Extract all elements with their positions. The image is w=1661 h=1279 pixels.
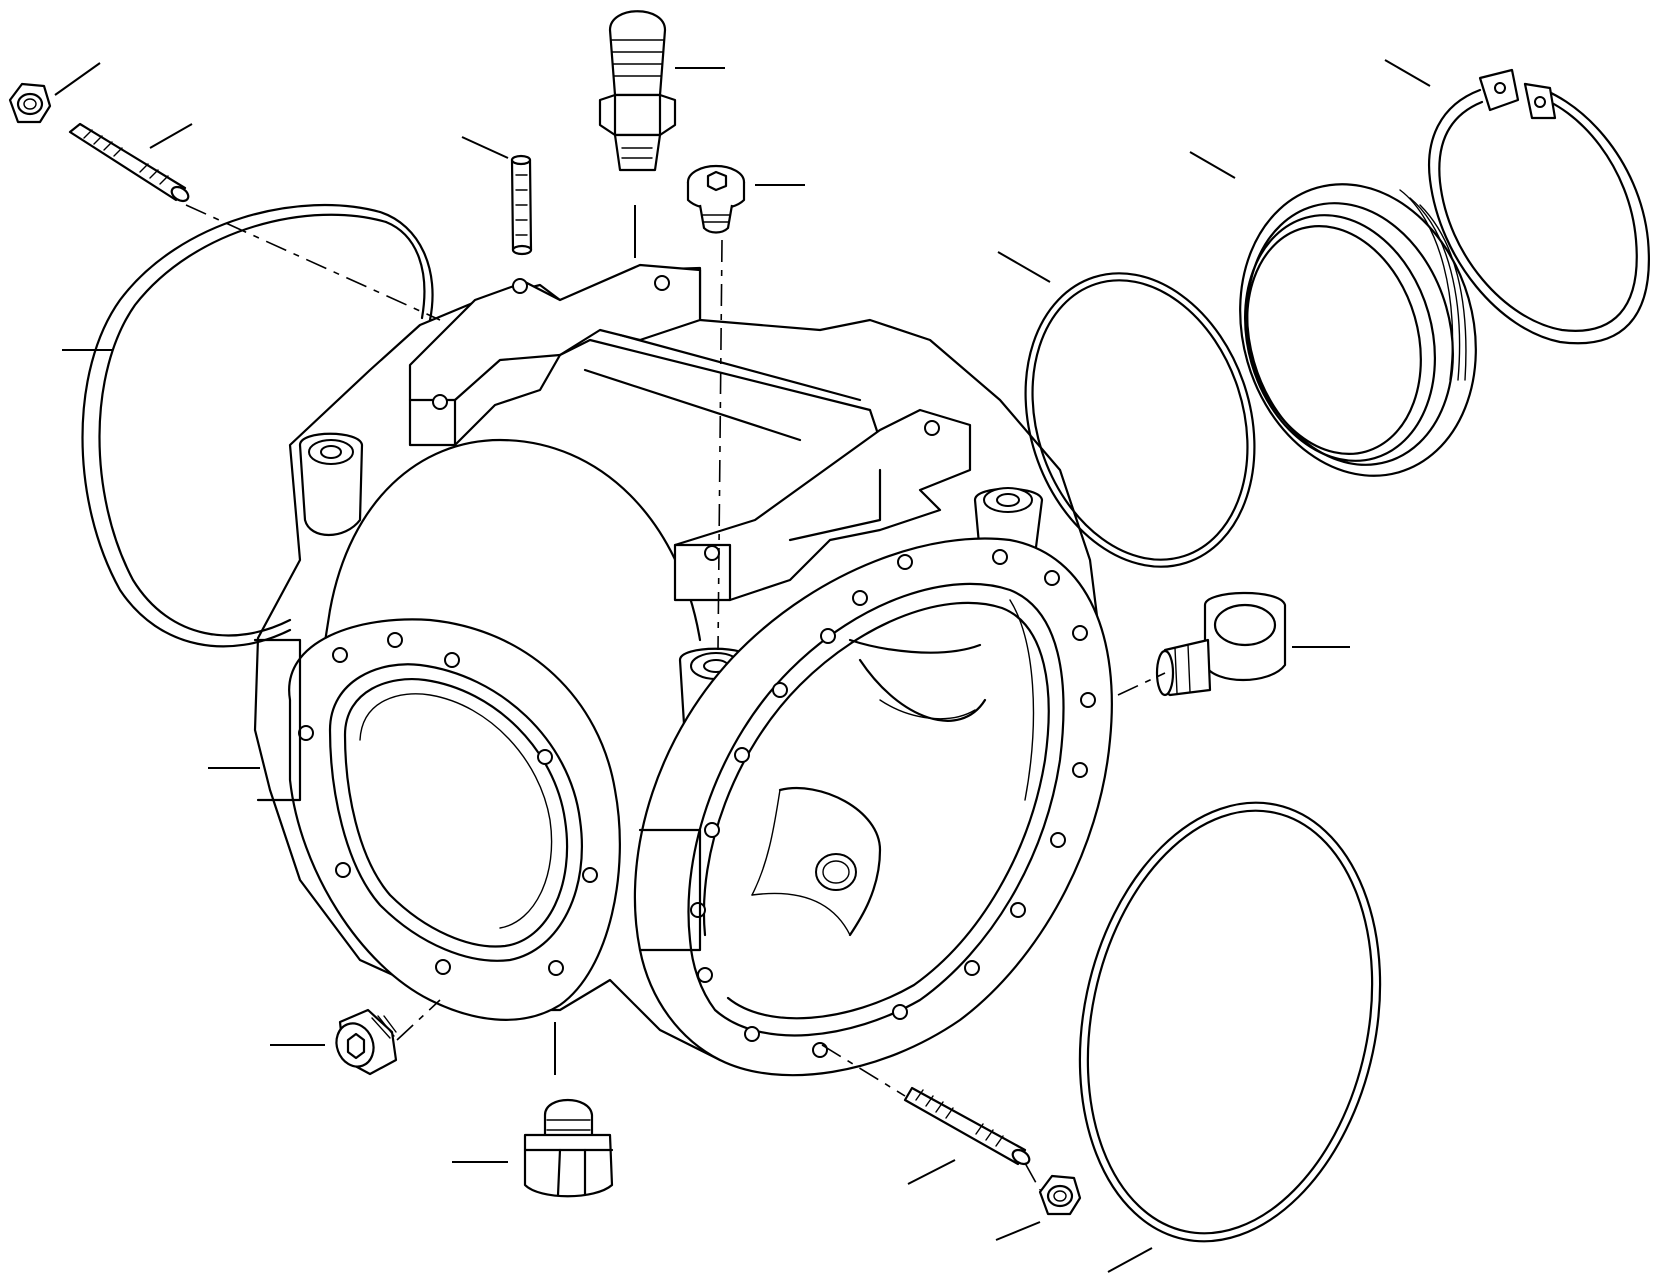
socket-plug-bottom <box>335 1008 398 1076</box>
stud-bottom <box>903 1086 1031 1166</box>
dowel-pin <box>510 154 533 256</box>
leader-lines <box>54 59 1431 1273</box>
leader-right-o-ring-large <box>1107 1247 1153 1273</box>
right-o-ring-large <box>1078 801 1382 1243</box>
centerlines <box>185 204 1166 1191</box>
plug-right <box>1155 591 1287 697</box>
socket-plug-top <box>686 164 746 234</box>
snap-ring <box>1428 68 1650 345</box>
leader-snap-ring <box>1384 59 1431 87</box>
seal-ring <box>1239 183 1477 477</box>
housing <box>253 263 1113 1077</box>
breather <box>598 10 677 172</box>
leader-nut-bottom <box>995 1221 1041 1241</box>
stud-top <box>68 122 190 203</box>
leader-right-o-ring-small <box>997 251 1051 283</box>
leader-nut-top <box>54 62 101 96</box>
leader-dowel-pin <box>461 136 509 159</box>
leader-stud-top <box>149 123 193 149</box>
right-o-ring-small <box>1024 272 1256 568</box>
leader-stud-bottom <box>907 1159 956 1185</box>
nut-bottom <box>1038 1174 1082 1216</box>
leader-seal-ring <box>1189 151 1236 179</box>
nut-top <box>8 82 52 124</box>
plug-bottom <box>523 1098 614 1198</box>
left-o-ring <box>81 203 434 648</box>
